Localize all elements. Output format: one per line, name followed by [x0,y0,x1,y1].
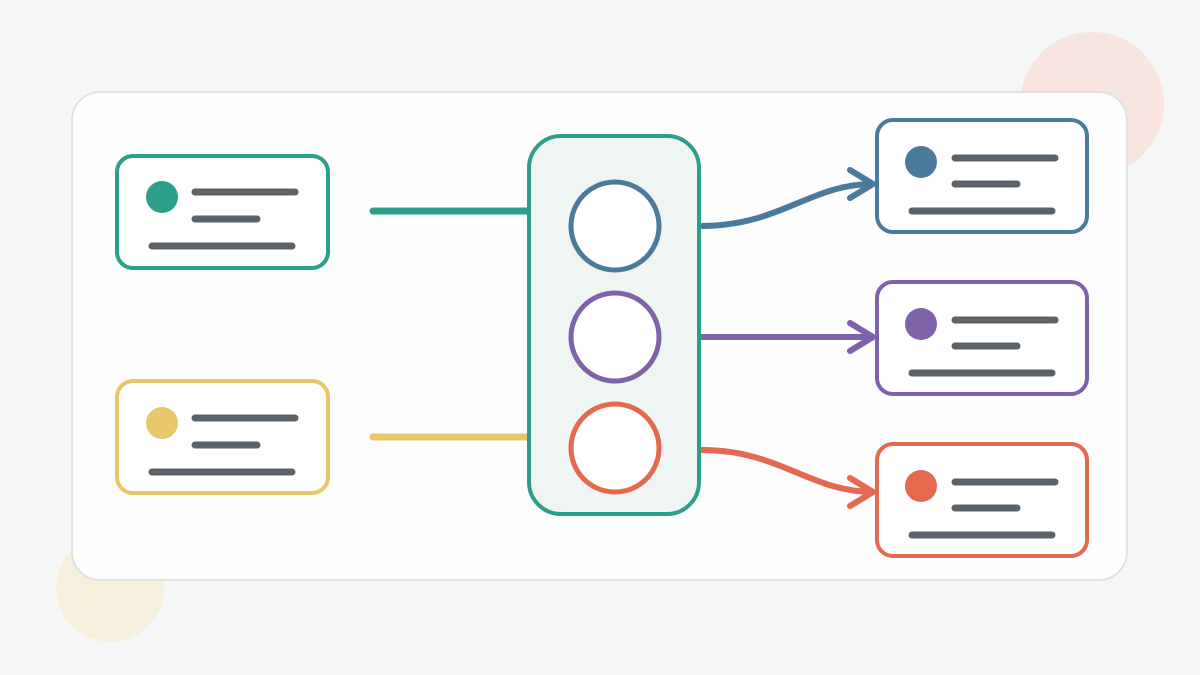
hub-port-blue [568,179,662,273]
hub-port-coral [568,401,662,495]
connector-output-c [699,447,876,495]
status-dot-icon [905,470,937,502]
output-card-c [875,442,1089,558]
connector-output-a [699,181,876,229]
output-card-b [875,280,1089,396]
output-card-a [875,118,1089,234]
status-dot-icon [146,407,178,439]
arrowhead-output-b-icon [847,320,876,354]
hub-port-purple [568,290,662,384]
arrowhead-output-a-icon [847,167,876,201]
input-card-b [115,379,330,495]
input-card-a [115,154,330,270]
status-dot-icon [905,146,937,178]
status-dot-icon [905,308,937,340]
arrowhead-output-c-icon [847,475,876,509]
status-dot-icon [146,181,178,213]
